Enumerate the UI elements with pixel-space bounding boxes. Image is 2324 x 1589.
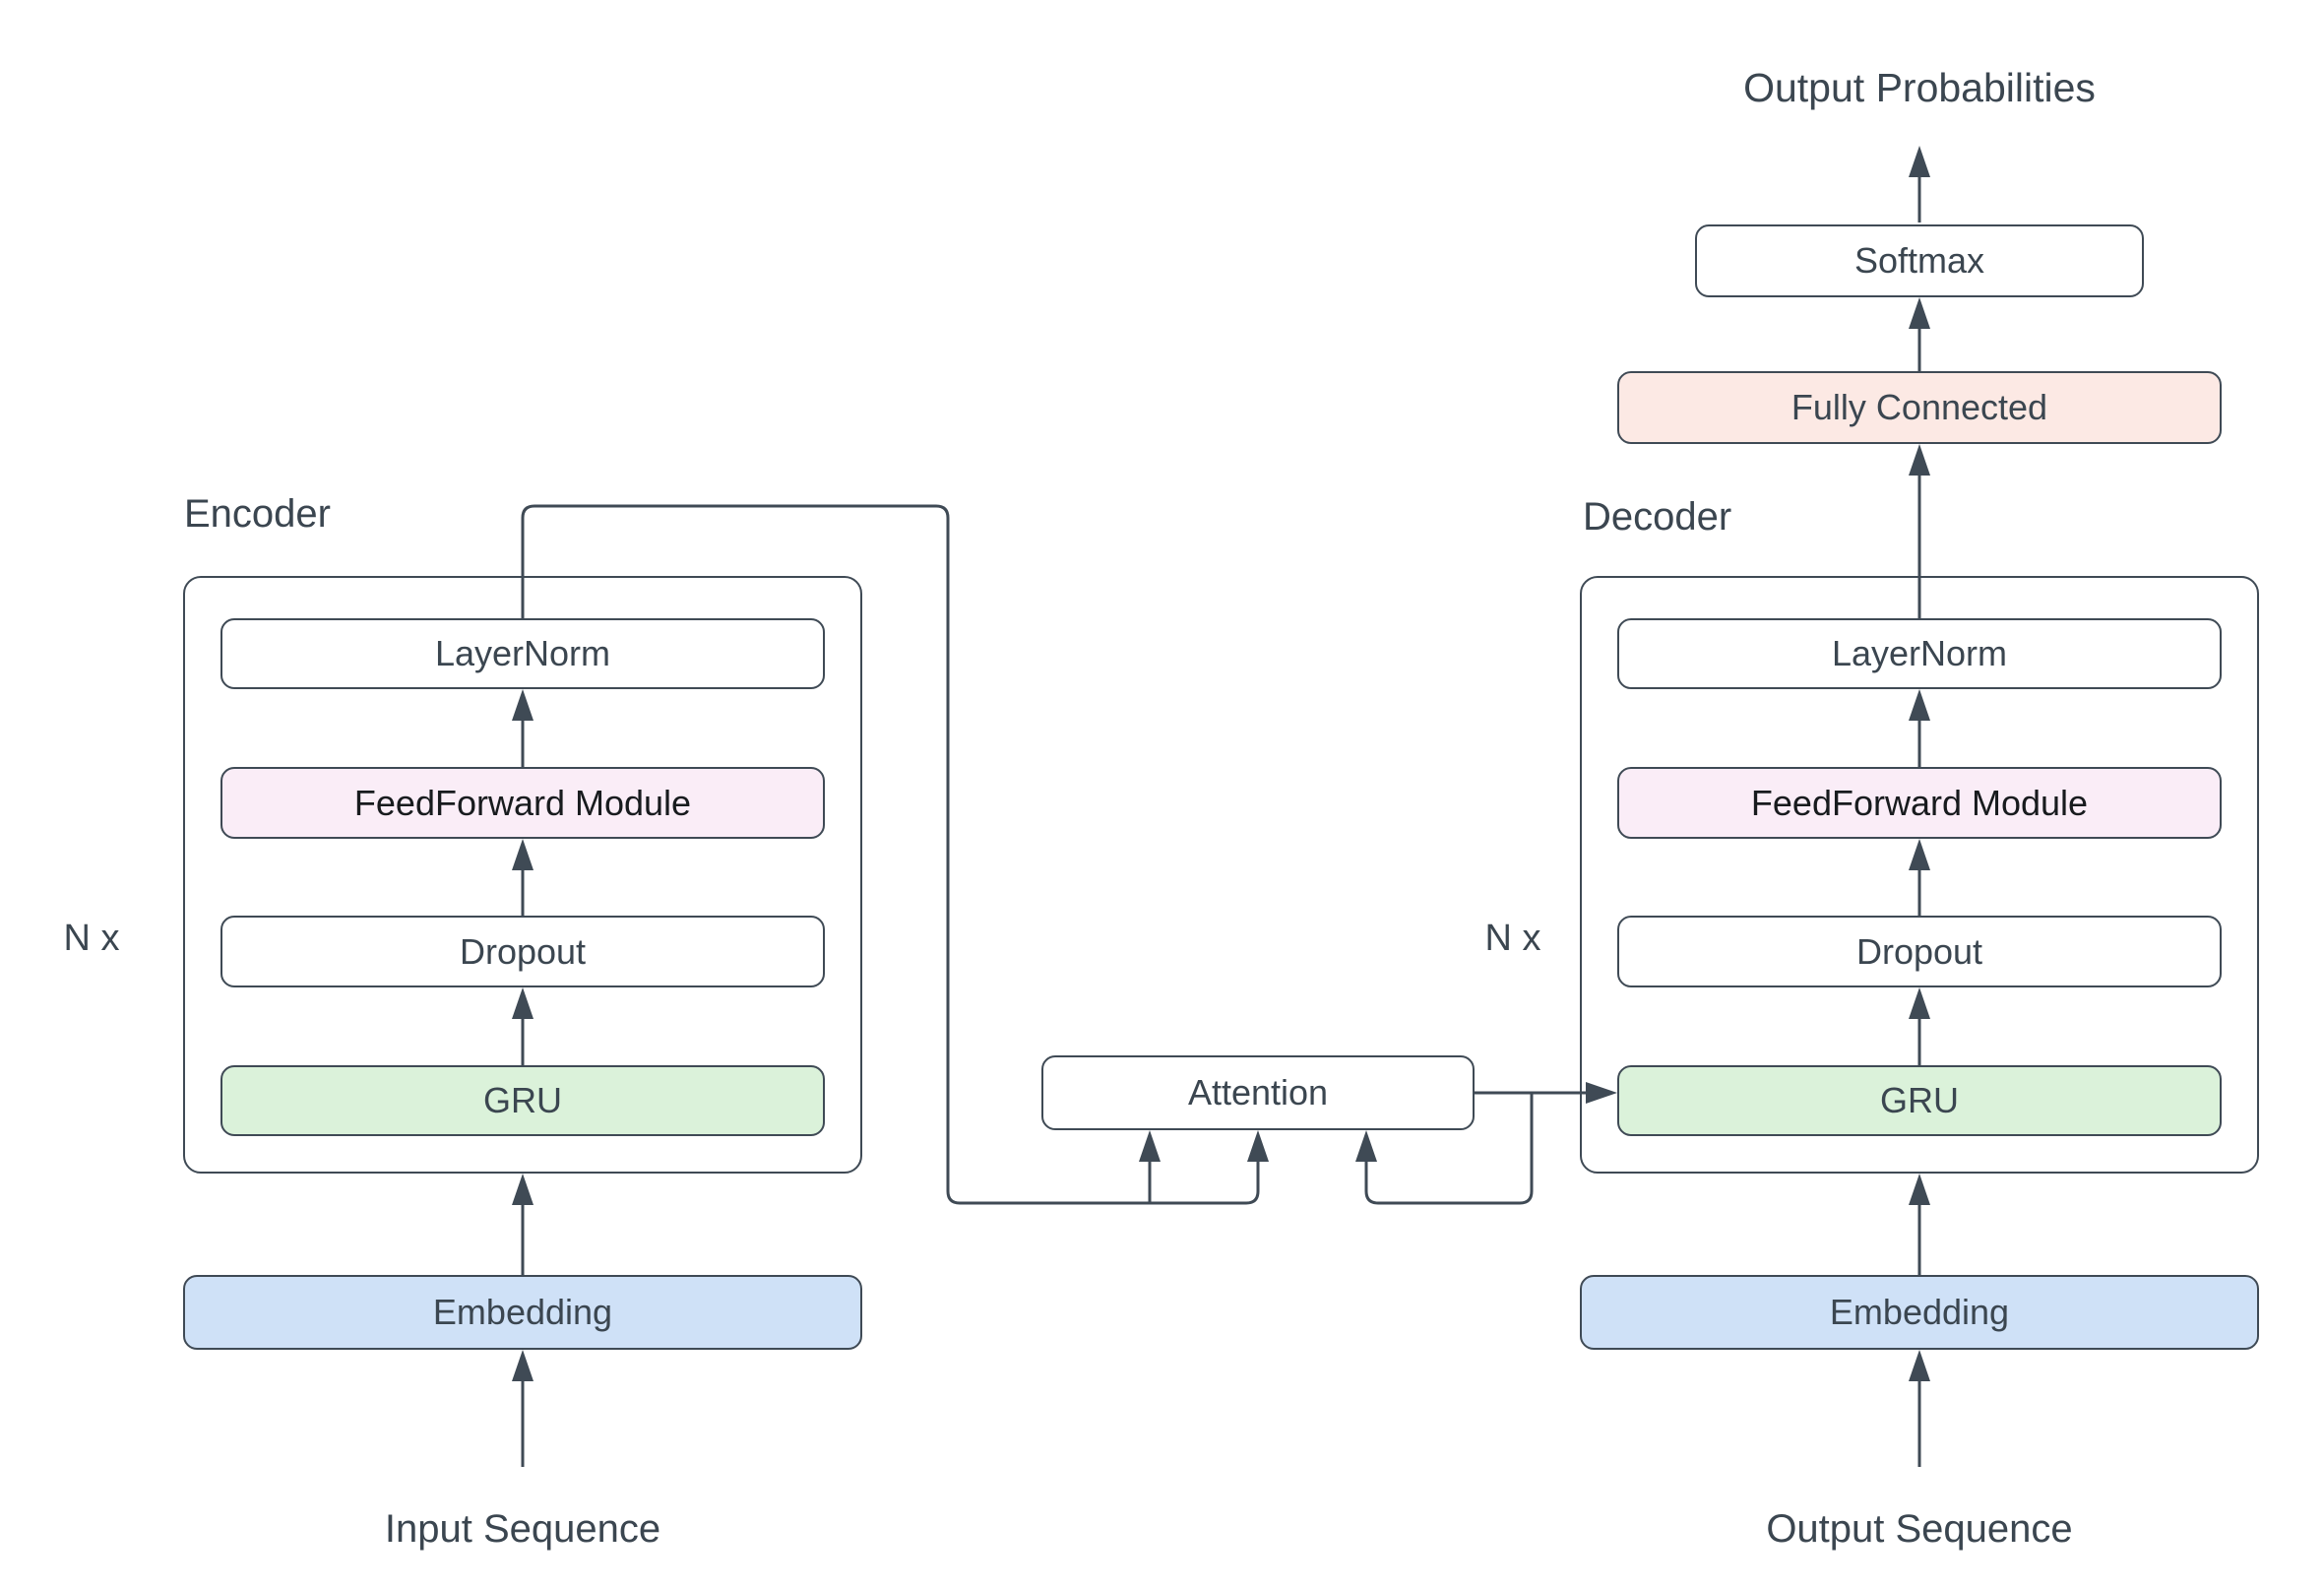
edge-encoder-ffn-to-layernorm: [512, 689, 534, 767]
decoder-repeat-label: N x: [1484, 918, 1541, 959]
edge-decoder-embedding-to-decoder: [1909, 1174, 1930, 1275]
encoder-repeat-label: N x: [63, 918, 120, 959]
fully-connected-box: Fully Connected: [1617, 371, 2222, 444]
attention-box: Attention: [1041, 1055, 1475, 1130]
edge-fc-to-softmax: [1909, 297, 1930, 371]
decoder-dropout-box: Dropout: [1617, 916, 2222, 987]
edge-decoder-gru-to-dropout: [1909, 987, 1930, 1065]
edge-input-sequence-to-embedding: [512, 1350, 534, 1467]
decoder-feedforward-box: FeedForward Module: [1617, 767, 2222, 839]
decoder-layernorm-box: LayerNorm: [1617, 618, 2222, 689]
encoder-layernorm-box: LayerNorm: [220, 618, 825, 689]
encoder-feedforward-box: FeedForward Module: [220, 767, 825, 839]
encoder-label: Encoder: [184, 492, 331, 536]
edge-encoder-embedding-to-encoder: [512, 1174, 534, 1275]
encoder-dropout-box: Dropout: [220, 916, 825, 987]
softmax-box: Softmax: [1695, 224, 2144, 297]
edge-encoder-dropout-to-ffn: [512, 839, 534, 916]
edge-decoder-ffn-to-layernorm: [1909, 689, 1930, 767]
input-sequence-label: Input Sequence: [384, 1507, 661, 1551]
edge-decoder-loop-to-attention: [1355, 1093, 1534, 1205]
decoder-label: Decoder: [1583, 495, 1732, 539]
encoder-embedding-box: Embedding: [183, 1275, 862, 1350]
edge-encoder-to-attention: [521, 504, 1269, 1205]
edge-attention-to-gru: [1475, 1082, 1617, 1104]
decoder-embedding-box: Embedding: [1580, 1275, 2259, 1350]
edge-output-sequence-to-embedding: [1909, 1350, 1930, 1467]
output-probabilities-label: Output Probabilities: [1743, 65, 2096, 110]
encoder-group-box: [183, 576, 862, 1174]
edge-decoder-dropout-to-ffn: [1909, 839, 1930, 916]
edge-decoder-to-fc: [1909, 444, 1930, 618]
output-sequence-label: Output Sequence: [1766, 1507, 2073, 1551]
decoder-gru-box: GRU: [1617, 1065, 2222, 1136]
edge-encoder-gru-to-dropout: [512, 987, 534, 1065]
encoder-gru-box: GRU: [220, 1065, 825, 1136]
edge-softmax-to-output: [1909, 146, 1930, 222]
decoder-group-box: [1580, 576, 2259, 1174]
